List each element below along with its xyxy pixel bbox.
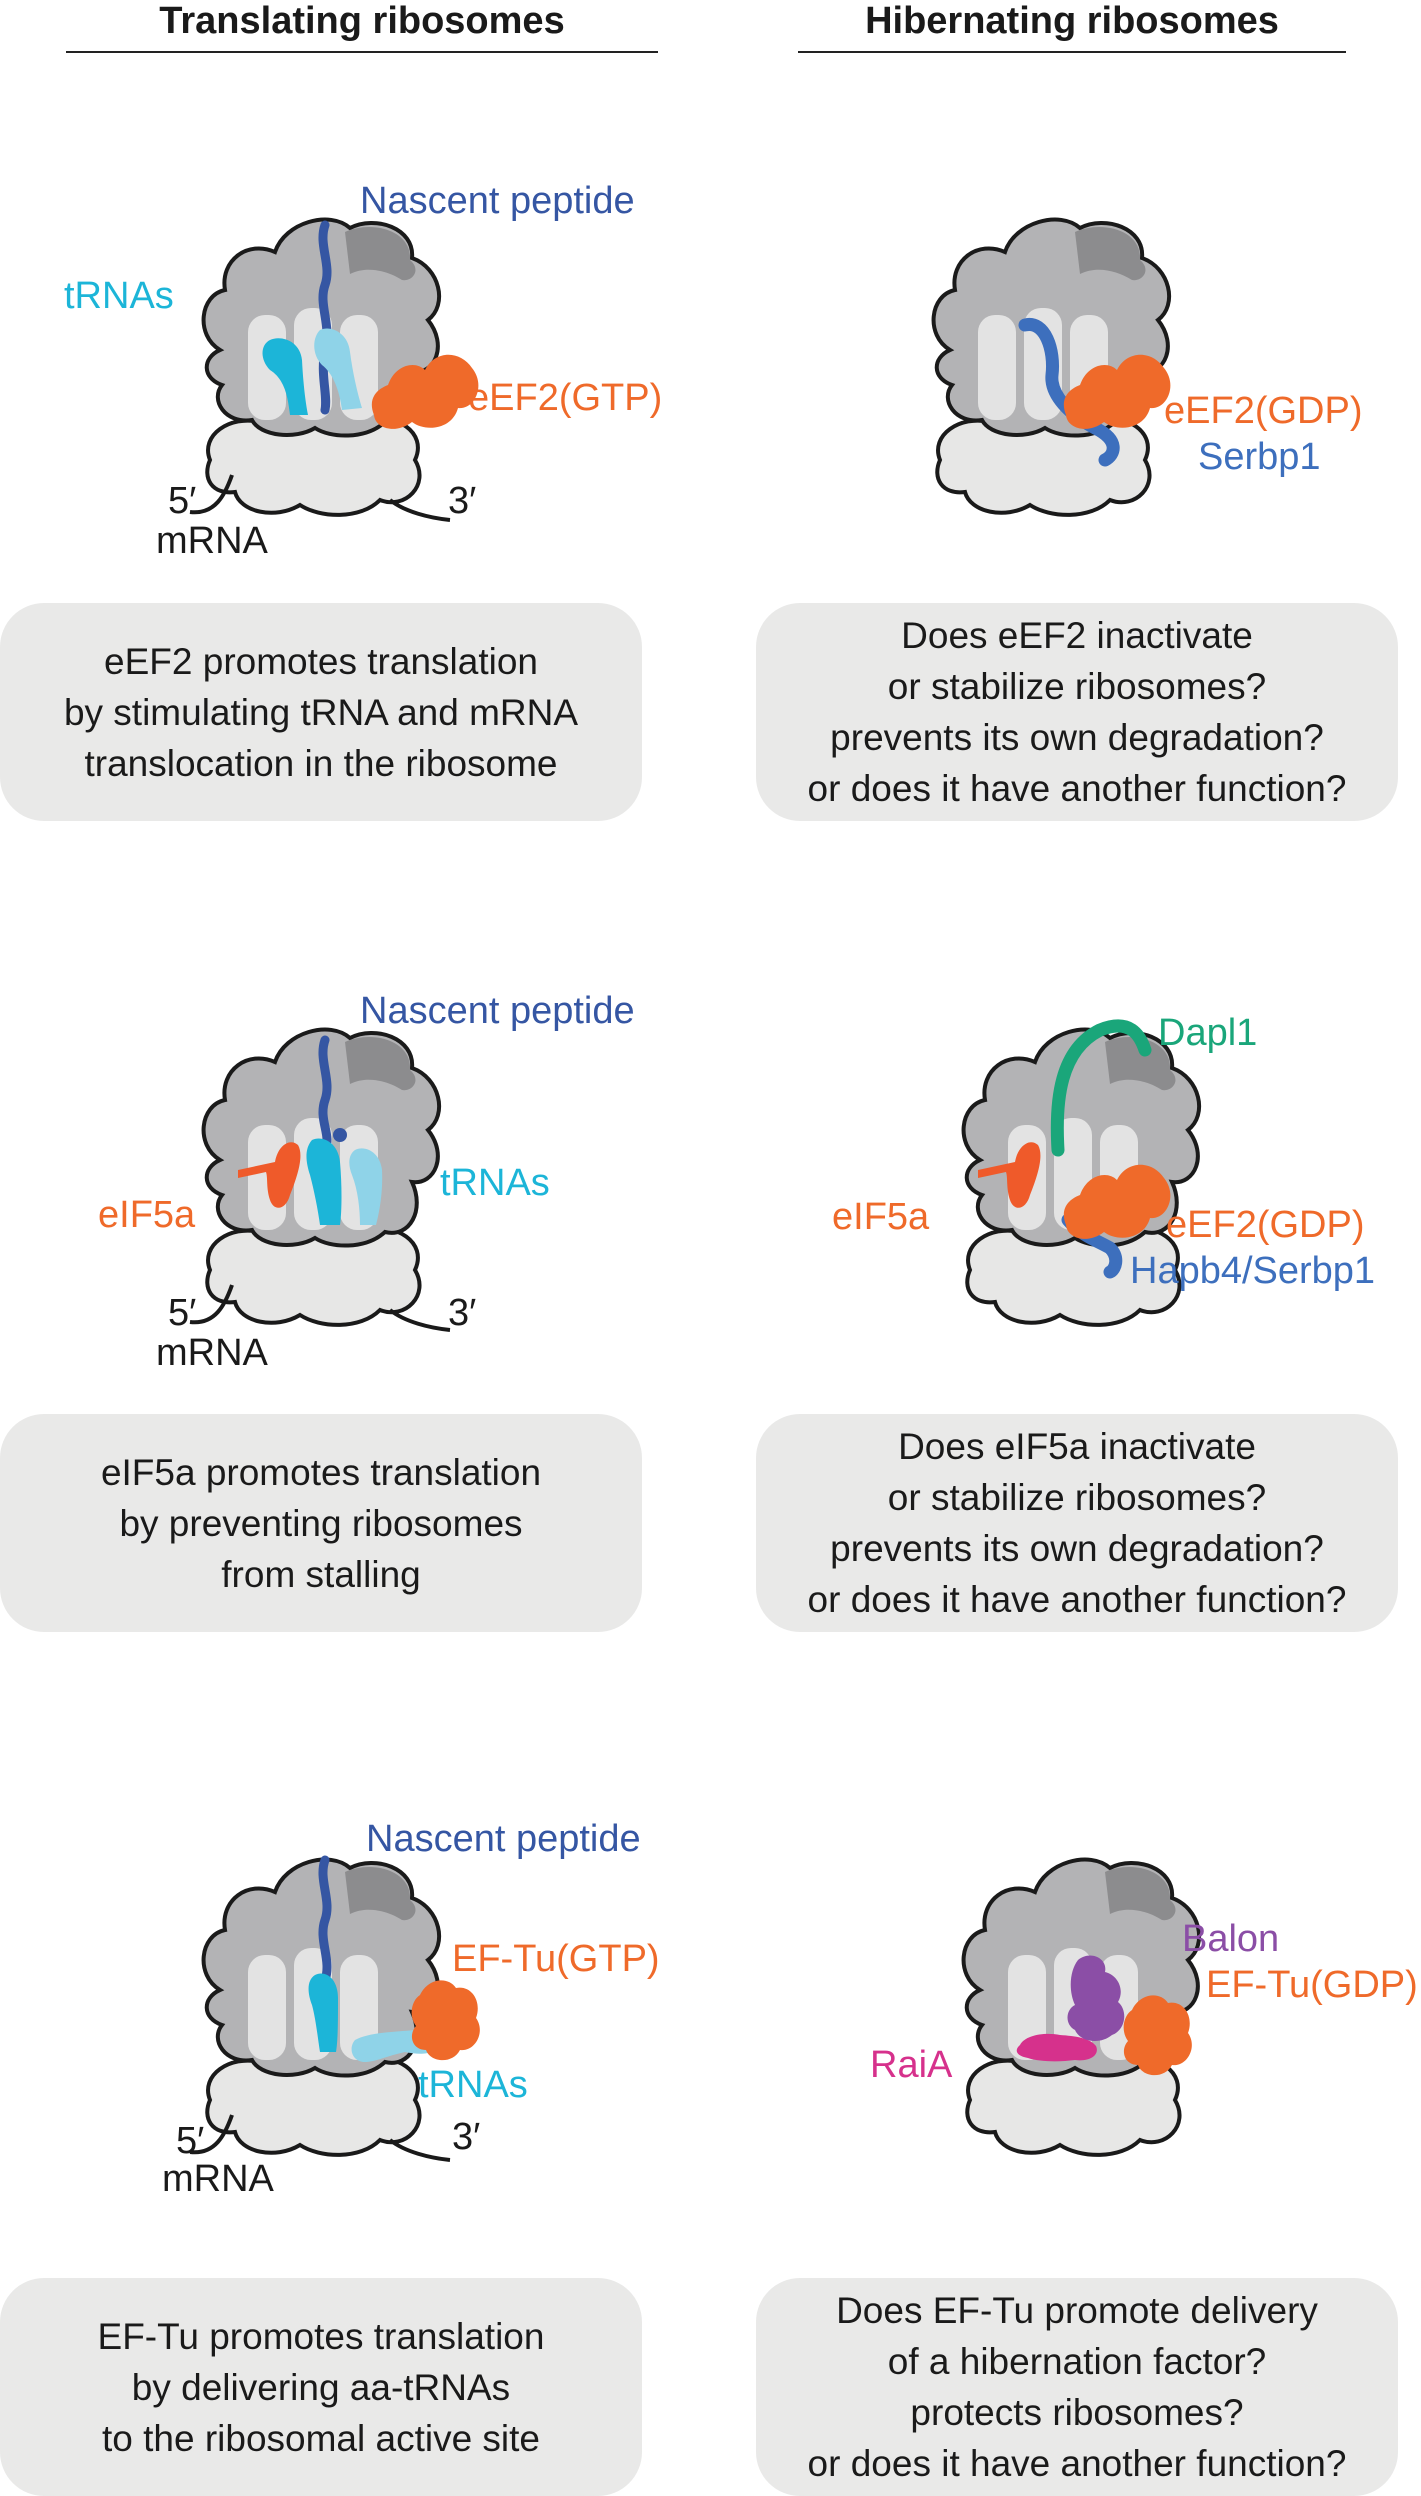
label-eftu-gtp: EF-Tu(GTP) (452, 1938, 660, 1980)
label-mrna-1: mRNA (156, 520, 268, 562)
nascent-peptide-shape (318, 1855, 332, 1985)
peptide-end-dot (333, 1128, 347, 1142)
box-line: from stalling (221, 1553, 421, 1595)
trna-p-shape (308, 1973, 338, 2052)
raia-shape (1016, 2033, 1097, 2062)
label-trnas-2: tRNAs (440, 1162, 550, 1204)
label-five-prime-3: 5′ (176, 2120, 205, 2162)
label-dapl1: Dapl1 (1158, 1012, 1258, 1054)
nascent-peptide-shape (318, 1035, 332, 1155)
box-line: protects ribosomes? (910, 2392, 1244, 2433)
label-eef2-gdp-1: eEF2(GDP) (1164, 390, 1363, 432)
header-hibernating: Hibernating ribosomes (798, 0, 1346, 53)
header-translating-rule (66, 51, 658, 53)
mrna-line (189, 1284, 451, 1332)
label-raia: RaiA (870, 2044, 953, 2086)
box-eftu-hibernating: Does EF-Tu promote delivery of a hiberna… (756, 2278, 1398, 2496)
eif5a-shape (978, 1142, 1041, 1208)
serbp1-shape (1018, 318, 1120, 467)
label-trnas-1: tRNAs (64, 275, 174, 317)
label-nascent-peptide-1: Nascent peptide (360, 180, 635, 222)
box-line: Does EF-Tu promote delivery (836, 2290, 1318, 2331)
box-line: by delivering aa-tRNAs (131, 2366, 511, 2408)
eif5a-shape (238, 1142, 301, 1208)
ribosome-eftu-translating (189, 1855, 480, 2162)
mrna-line (189, 2114, 451, 2162)
label-eef2-gdp-2: eEF2(GDP) (1166, 1204, 1365, 1246)
box-line: to the ribosomal active site (101, 2417, 541, 2459)
nascent-peptide-shape (318, 220, 332, 415)
ribosome-eif5a-translating (189, 1027, 451, 1332)
trna-a-shape (262, 338, 308, 415)
eef2-shape (371, 354, 479, 429)
label-eef2-gtp: eEF2(GTP) (468, 377, 663, 419)
header-hibernating-rule (798, 51, 1346, 53)
label-mrna-2: mRNA (156, 1332, 268, 1374)
label-serbp1: Serbp1 (1198, 436, 1321, 478)
label-eif5a-1: eIF5a (98, 1194, 196, 1236)
header-translating: Translating ribosomes (66, 0, 658, 53)
trna-p-shape (314, 328, 362, 410)
header-translating-text: Translating ribosomes (159, 0, 565, 42)
trna-a-shape (349, 1148, 383, 1225)
eftu-shape (1123, 1995, 1192, 2076)
label-hapb4-serbp1: Hapb4/Serbp1 (1130, 1250, 1376, 1292)
trna-p-shape (306, 1138, 342, 1225)
box-eftu-translating: EF-Tu promotes translation by delivering… (0, 2278, 642, 2496)
box-line: of a hibernation factor? (887, 2341, 1267, 2382)
balon-shape (1067, 1955, 1125, 2042)
label-eif5a-2: eIF5a (832, 1196, 930, 1238)
ribosome-eef2-translating (189, 217, 479, 522)
box-eif5a-translating: eIF5a promotes translation by preventing… (0, 1414, 642, 1632)
label-balon: Balon (1182, 1918, 1280, 1960)
box-line: or does it have another function? (807, 1579, 1347, 1620)
box-line: or stabilize ribosomes? (887, 1477, 1267, 1518)
label-nascent-peptide-2: Nascent peptide (360, 990, 635, 1032)
label-three-prime-2: 3′ (448, 1292, 477, 1334)
label-three-prime-1: 3′ (448, 480, 477, 522)
dapl1-shape (1050, 1019, 1152, 1157)
label-nascent-peptide-3: Nascent peptide (366, 1818, 641, 1860)
box-line: eIF5a promotes translation (100, 1451, 542, 1493)
eftu-shape (411, 1980, 480, 2061)
label-five-prime-1: 5′ (168, 480, 197, 522)
eef2-shape (1063, 354, 1171, 429)
box-line: by stimulating tRNA and mRNA (63, 691, 579, 733)
box-line: or does it have another function? (807, 2443, 1347, 2484)
box-line: eEF2 promotes translation (104, 640, 538, 682)
ribosome-eef2-hibernating (931, 217, 1172, 517)
label-five-prime-2: 5′ (168, 1292, 197, 1334)
box-line: EF-Tu promotes translation (97, 2315, 545, 2357)
box-line: prevents its own degradation? (830, 717, 1324, 758)
box-line: Does eEF2 inactivate (901, 615, 1253, 656)
ribosome-eif5a-hibernating (961, 1019, 1202, 1327)
label-eftu-gdp: EF-Tu(GDP) (1206, 1964, 1418, 2006)
box-line: Does eIF5a inactivate (898, 1426, 1256, 1467)
box-line: by preventing ribosomes (119, 1502, 523, 1544)
box-eef2-hibernating: Does eEF2 inactivate or stabilize riboso… (756, 603, 1398, 821)
label-mrna-3: mRNA (162, 2158, 274, 2200)
ribosome-eftu-hibernating (961, 1857, 1202, 2157)
box-eef2-translating: eEF2 promotes translation by stimulating… (0, 603, 642, 821)
box-eif5a-hibernating: Does eIF5a inactivate or stabilize ribos… (756, 1414, 1398, 1632)
box-line: translocation in the ribosome (84, 742, 558, 784)
header-hibernating-text: Hibernating ribosomes (865, 0, 1279, 42)
box-line: prevents its own degradation? (830, 1528, 1324, 1569)
mrna-line (189, 474, 451, 522)
box-line: or stabilize ribosomes? (887, 666, 1267, 707)
eef2-shape (1063, 1164, 1171, 1239)
label-trnas-3: tRNAs (418, 2064, 528, 2106)
label-three-prime-3: 3′ (452, 2116, 481, 2158)
box-line: or does it have another function? (807, 768, 1347, 809)
